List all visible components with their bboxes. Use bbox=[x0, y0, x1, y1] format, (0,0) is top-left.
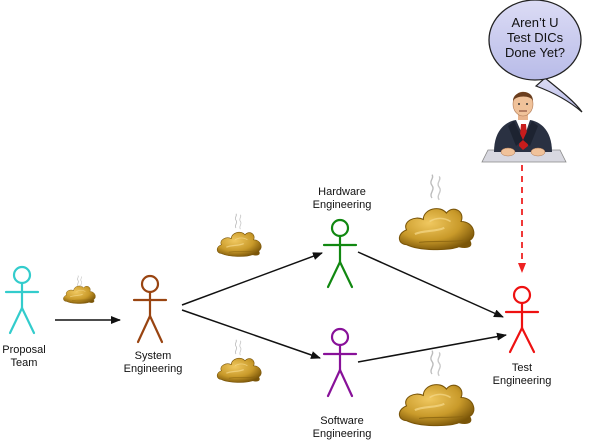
test-engineering-label: Test Engineering bbox=[482, 362, 562, 388]
speech-bubble-text: Aren’t U Test DICs Done Yet? bbox=[495, 15, 575, 60]
software-engineering-figure bbox=[322, 327, 358, 398]
software-engineering-label-line1: Software bbox=[320, 415, 364, 427]
steam-icon-large-lower bbox=[430, 349, 441, 377]
speech-line-1: Aren’t U bbox=[511, 15, 559, 30]
test-engineering-label-line2: Engineering bbox=[492, 375, 552, 387]
arrow-hardware-to-test bbox=[357, 251, 504, 318]
hardware-engineering-label-line2: Engineering bbox=[312, 199, 372, 211]
test-engineering-figure bbox=[504, 285, 540, 354]
pile-icon-medium-upper bbox=[216, 231, 262, 258]
hardware-engineering-figure bbox=[322, 218, 358, 289]
steam-icon-large-upper bbox=[430, 173, 441, 201]
proposal-team-label-line1: Proposal bbox=[2, 344, 46, 356]
proposal-team-label: Proposal Team bbox=[0, 344, 48, 370]
system-engineering-label-line2: Engineering bbox=[123, 363, 183, 375]
pile-icon-large-upper bbox=[398, 207, 475, 251]
steam-icon-small bbox=[77, 275, 82, 288]
speech-line-2: Test DICs bbox=[506, 30, 564, 45]
system-engineering-label: System Engineering bbox=[115, 350, 191, 376]
arrow-software-to-test bbox=[357, 332, 507, 363]
hardware-engineering-label: Hardware Engineering bbox=[302, 186, 382, 212]
steam-icon-medium-lower bbox=[234, 339, 242, 356]
speech-line-3: Done Yet? bbox=[504, 45, 565, 60]
system-engineering-label-line1: System bbox=[134, 350, 172, 362]
speech-bubble bbox=[488, 0, 583, 113]
proposal-team-label-line2: Team bbox=[10, 357, 38, 369]
software-engineering-label: Software Engineering bbox=[302, 415, 382, 441]
steam-icon-medium-upper bbox=[234, 213, 242, 230]
arrow-system-to-hardware bbox=[181, 252, 323, 306]
arrow-system-to-software bbox=[181, 309, 321, 359]
hardware-engineering-label-line1: Hardware bbox=[318, 186, 366, 198]
pile-icon-large-lower bbox=[398, 383, 475, 427]
manager-icon bbox=[481, 91, 567, 163]
pile-icon-small bbox=[63, 285, 96, 305]
system-engineering-figure bbox=[132, 274, 168, 344]
pile-icon-medium-lower bbox=[216, 357, 262, 384]
software-engineering-label-line2: Engineering bbox=[312, 428, 372, 440]
test-engineering-label-line1: Test bbox=[511, 362, 533, 374]
proposal-team-figure bbox=[4, 265, 40, 335]
